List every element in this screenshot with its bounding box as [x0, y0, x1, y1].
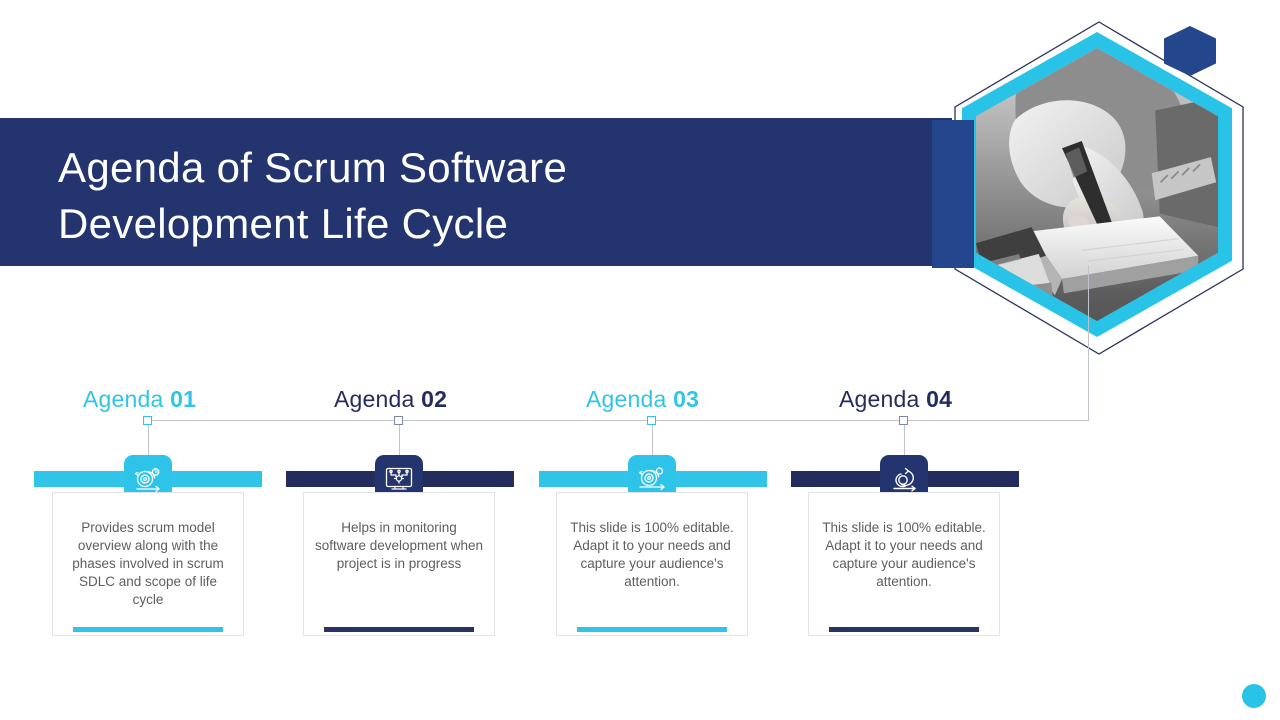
agile-cycle-glyph — [134, 468, 160, 493]
agile-cycle-glyph-3 — [638, 467, 665, 491]
agenda-card-accent-2 — [324, 627, 474, 632]
agenda-card-text-2: Helps in monitoring software development… — [314, 520, 484, 571]
bottom-right-dot-decoration — [1242, 684, 1266, 708]
agenda-label-word-3: Agenda — [586, 386, 667, 412]
agenda-card-text-4: This slide is 100% editable. Adapt it to… — [822, 520, 986, 589]
agenda-label-3: Agenda 03 — [586, 386, 699, 413]
rail-riser-4 — [904, 420, 905, 458]
agenda-card-1[interactable]: Provides scrum model overview along with… — [52, 492, 244, 636]
agile-loop-glyph — [893, 467, 916, 492]
agenda-label-4: Agenda 04 — [839, 386, 952, 413]
agenda-label-2: Agenda 02 — [334, 386, 447, 413]
rail-riser-hero — [1088, 265, 1089, 421]
agenda-card-3[interactable]: This slide is 100% editable. Adapt it to… — [556, 492, 748, 636]
agenda-label-number-4: 04 — [926, 386, 953, 412]
agenda-card-accent-4 — [829, 627, 979, 632]
agenda-label-number-1: 01 — [170, 386, 197, 412]
hexagon-outline-decoration — [954, 21, 1244, 355]
agenda-card-text-3: This slide is 100% editable. Adapt it to… — [570, 520, 734, 589]
writing-hand-photo — [976, 48, 1218, 321]
rail-riser-1 — [148, 420, 149, 458]
agenda-label-word-1: Agenda — [83, 386, 164, 412]
rail-riser-3 — [652, 420, 653, 458]
timeline-rail — [148, 420, 1088, 421]
rail-node-2 — [394, 416, 403, 425]
rail-node-1 — [143, 416, 152, 425]
navy-block-decoration — [932, 120, 974, 268]
agenda-label-word-4: Agenda — [839, 386, 920, 412]
rail-node-4 — [899, 416, 908, 425]
page-title: Agenda of Scrum Software Development Lif… — [58, 144, 568, 247]
agenda-label-word-2: Agenda — [334, 386, 415, 412]
agenda-card-2[interactable]: Helps in monitoring software development… — [303, 492, 495, 636]
hero-hexagon-photo — [962, 32, 1232, 337]
agenda-card-accent-1 — [73, 627, 223, 632]
rail-riser-2 — [399, 420, 400, 458]
hexagon-photo-clip — [976, 48, 1218, 321]
monitor-settings-glyph — [385, 467, 413, 490]
title-band: Agenda of Scrum Software Development Lif… — [0, 118, 952, 266]
agenda-card-text-1: Provides scrum model overview along with… — [72, 520, 224, 607]
agenda-label-1: Agenda 01 — [83, 386, 196, 413]
rail-node-3 — [647, 416, 656, 425]
hero-hexagon-cluster — [932, 8, 1280, 358]
agenda-label-number-2: 02 — [421, 386, 448, 412]
agenda-card-accent-3 — [577, 627, 727, 632]
agenda-label-number-3: 03 — [673, 386, 700, 412]
agenda-card-4[interactable]: This slide is 100% editable. Adapt it to… — [808, 492, 1000, 636]
